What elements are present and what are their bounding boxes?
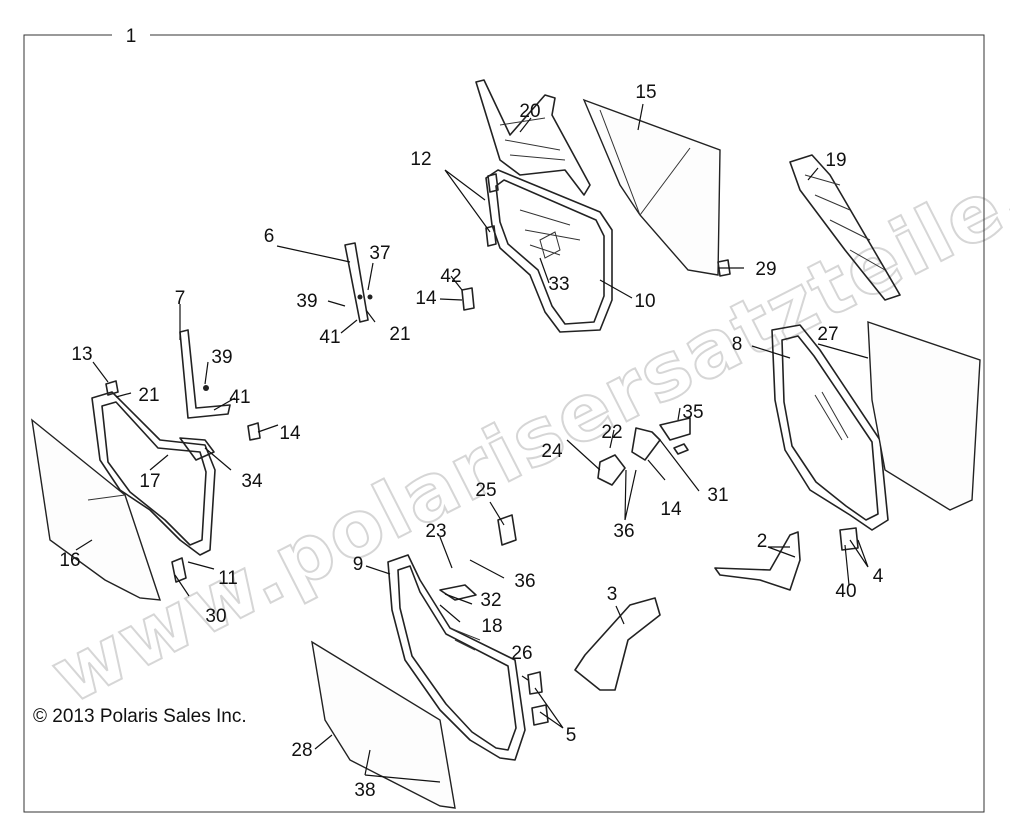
callout-20: 20 (519, 101, 540, 122)
callout-6: 6 (264, 226, 275, 247)
callout-32: 32 (480, 590, 501, 611)
watermark-text: www.polarisersatzteile.de (38, 97, 1010, 722)
callout-42: 42 (440, 266, 461, 287)
callout-39b: 39 (211, 347, 232, 368)
callout-36a: 36 (613, 521, 634, 542)
callout-25: 25 (475, 480, 496, 501)
callout-27: 27 (817, 324, 838, 345)
callout-29: 29 (755, 259, 776, 280)
upper-net-frame-19 (789, 154, 901, 301)
assembly-number: 1 (126, 26, 137, 47)
callout-4: 4 (873, 566, 884, 587)
callout-17: 17 (139, 471, 160, 492)
upper-net-frame-20 (475, 79, 591, 196)
door-panel-28 (311, 640, 456, 809)
callout-40: 40 (835, 581, 856, 602)
callout-38: 38 (354, 780, 375, 801)
callout-19: 19 (825, 150, 846, 171)
callout-14c: 14 (660, 499, 682, 520)
callout-10: 10 (634, 291, 655, 312)
callout-15: 15 (635, 82, 656, 103)
callout-35: 35 (682, 402, 703, 423)
callout-labels: 2 3 4 5 6 7 8 9 10 11 12 13 14 14 14 15 … (59, 82, 883, 801)
callout-16: 16 (59, 550, 80, 571)
callout-7: 7 (175, 288, 186, 309)
callout-41b: 41 (229, 387, 250, 408)
callout-3: 3 (607, 584, 618, 605)
callout-34: 34 (241, 471, 263, 492)
callout-37: 37 (369, 243, 390, 264)
small-hardware (105, 173, 859, 726)
callout-22: 22 (601, 422, 622, 443)
callout-41a: 41 (319, 327, 340, 348)
callout-5: 5 (566, 725, 577, 746)
callout-28: 28 (291, 740, 312, 761)
callout-21b: 21 (389, 324, 410, 345)
watermark: www.polarisersatzteile.de (37, 96, 1010, 723)
door-panel-15 (582, 98, 721, 276)
callout-31: 31 (707, 485, 728, 506)
door-frame-8 (771, 324, 889, 531)
assembly-frame: 1 (23, 26, 985, 813)
copyright-notice: © 2013 Polaris Sales Inc. (33, 706, 247, 727)
callout-9: 9 (353, 554, 364, 575)
callout-24: 24 (541, 441, 563, 462)
door-frame-9 (387, 554, 526, 761)
leader-lines (75, 103, 869, 783)
callout-39a: 39 (296, 291, 317, 312)
callout-8: 8 (732, 334, 743, 355)
door-frame-11 (91, 391, 216, 556)
callout-30: 30 (205, 606, 226, 627)
callout-13: 13 (71, 344, 92, 365)
door-brackets (179, 242, 801, 691)
callout-2: 2 (757, 531, 768, 552)
parts-drawing (31, 79, 981, 809)
callout-21a: 21 (138, 385, 159, 406)
callout-23: 23 (425, 521, 446, 542)
door-panel-16 (31, 418, 162, 601)
callout-33: 33 (548, 274, 569, 295)
callout-14b: 14 (279, 423, 301, 444)
callout-36b: 36 (514, 571, 535, 592)
callout-11: 11 (218, 568, 238, 589)
callout-18: 18 (481, 616, 502, 637)
door-frame-10 (485, 169, 613, 333)
callout-12: 12 (410, 149, 431, 170)
door-panel-27 (867, 321, 981, 511)
callout-26: 26 (511, 643, 532, 664)
callout-14a: 14 (415, 288, 437, 309)
